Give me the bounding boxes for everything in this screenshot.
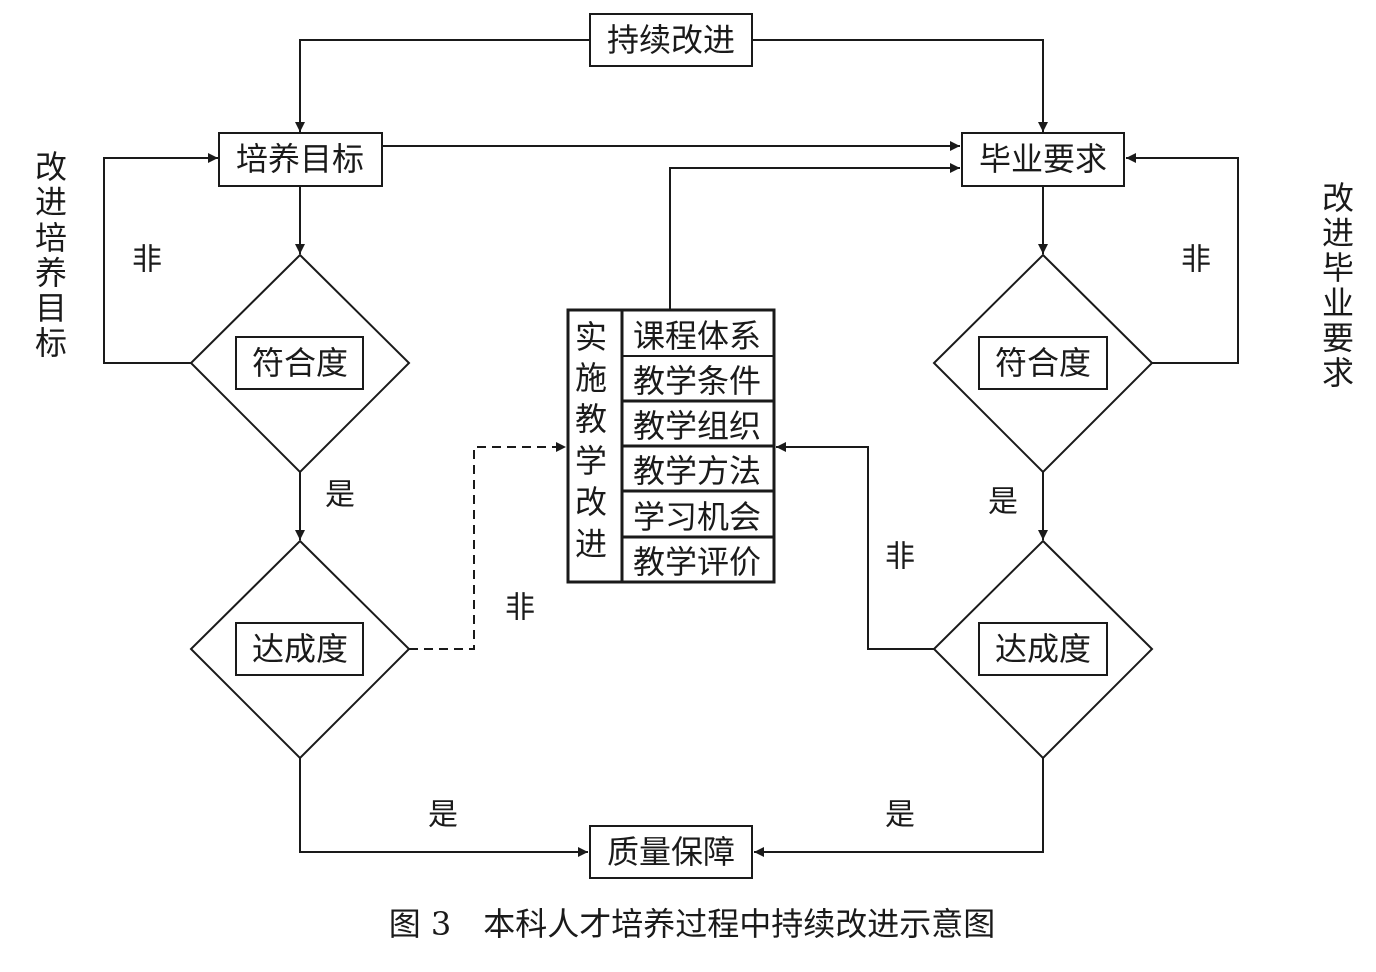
edge-teaching-to-requirement (669, 163, 960, 310)
edge-label-no: 非 (1181, 243, 1211, 278)
figure-caption: 图 3 本科人才培养过程中持续改进示意图 (389, 905, 996, 943)
decision-conformity-right: 符合度 (932, 253, 1154, 474)
edge-achievement-no-left-dashed (409, 442, 566, 650)
side-label-char: 养 (35, 254, 67, 292)
node-training-goal: 培养目标 (218, 132, 383, 187)
node-training-goal-label: 培养目标 (236, 140, 364, 178)
edge-label-yes: 是 (325, 478, 355, 513)
side-label-char: 毕 (1322, 249, 1354, 287)
node-continuous-improvement-label: 持续改进 (607, 21, 735, 59)
decision-achievement-right-label: 达成度 (995, 630, 1091, 668)
teaching-item-organization: 教学组织 (633, 407, 761, 445)
teaching-title-char: 施 (575, 359, 607, 397)
node-graduation-requirement: 毕业要求 (961, 132, 1125, 187)
side-label-char: 培 (35, 219, 67, 257)
teaching-title-char: 实 (575, 318, 607, 356)
teaching-title-char: 改 (575, 483, 607, 521)
node-continuous-improvement: 持续改进 (589, 13, 753, 67)
teaching-item-methods: 教学方法 (633, 452, 761, 490)
edge-label-no: 非 (132, 243, 162, 278)
node-quality-assurance-label: 质量保障 (607, 833, 735, 871)
side-label-improve-requirement: 改 进 毕 业 要 求 (1322, 179, 1354, 392)
edge-conformity-no-right (1126, 153, 1239, 364)
edge-label-no: 非 (505, 591, 535, 626)
teaching-title-char: 进 (575, 525, 607, 563)
decision-conformity-right-label: 符合度 (995, 344, 1091, 382)
teaching-block-title: 实 施 教 学 改 进 (575, 318, 607, 563)
side-label-char: 业 (1322, 284, 1354, 322)
edge-achievement-yes-right (754, 758, 1044, 857)
edge-label-no: 非 (885, 540, 915, 575)
decision-conformity-left-label: 符合度 (252, 344, 348, 382)
side-label-improve-goal: 改 进 培 养 目 标 (35, 148, 67, 362)
teaching-title-char: 教 (575, 400, 607, 438)
teaching-item-opportunities: 学习机会 (633, 498, 761, 536)
edge-label-yes: 是 (885, 798, 915, 833)
side-label-char: 目 (35, 289, 67, 327)
edge-achievement-no-right (776, 442, 934, 650)
edge-achievement-yes-left (299, 758, 588, 857)
node-quality-assurance: 质量保障 (589, 825, 753, 879)
decision-achievement-left-label: 达成度 (252, 630, 348, 668)
edge-improve-to-requirement (752, 39, 1048, 132)
side-label-char: 进 (35, 183, 67, 221)
decision-achievement-left: 达成度 (189, 539, 411, 760)
teaching-item-curriculum: 课程体系 (633, 317, 761, 355)
side-label-char: 标 (35, 324, 67, 362)
side-label-char: 改 (35, 148, 67, 186)
teaching-title-char: 学 (575, 442, 607, 480)
edge-conformity-no-left (103, 153, 218, 364)
teaching-item-conditions: 教学条件 (633, 362, 761, 400)
edge-label-yes: 是 (988, 485, 1018, 520)
side-label-char: 改 (1322, 179, 1354, 217)
side-label-char: 要 (1322, 319, 1354, 357)
side-label-char: 求 (1322, 354, 1354, 392)
decision-achievement-right: 达成度 (932, 539, 1154, 760)
edge-improve-to-goal (295, 39, 590, 132)
node-graduation-requirement-label: 毕业要求 (979, 140, 1107, 178)
side-label-char: 进 (1322, 214, 1354, 252)
decision-conformity-left: 符合度 (189, 253, 411, 474)
teaching-improvement-block: 实 施 教 学 改 进 课程体系 教学条件 教学组织 教学方法 学习机会 教学评… (566, 308, 776, 584)
edge-label-yes: 是 (428, 798, 458, 833)
teaching-item-evaluation: 教学评价 (633, 543, 761, 581)
